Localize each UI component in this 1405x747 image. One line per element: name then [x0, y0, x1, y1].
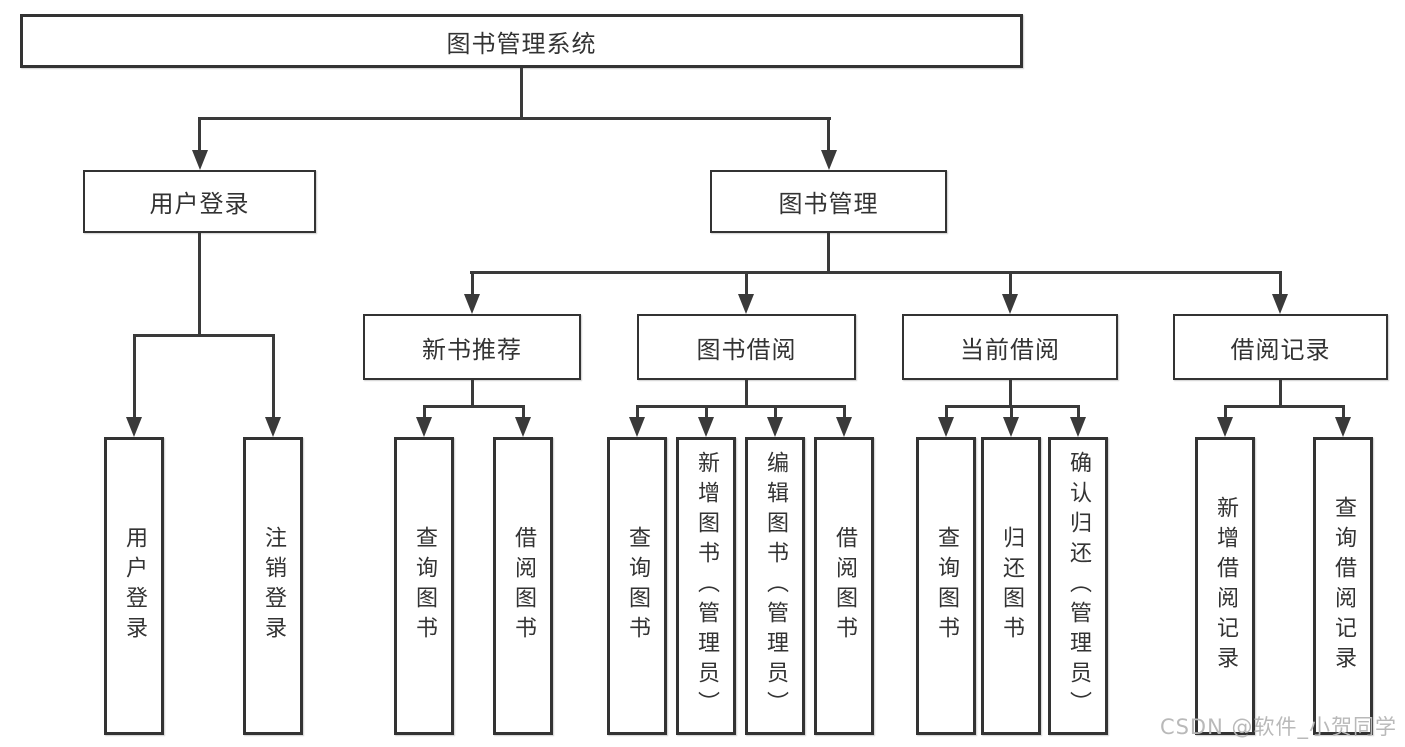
leaf-query-borrow-record: 查询借阅记录 — [1313, 437, 1373, 735]
connector-leaf-shaft — [704, 406, 708, 421]
connector-leaf-shaft — [773, 406, 777, 421]
connector-leaf-shaft — [521, 406, 525, 421]
arrowhead-leaf — [126, 417, 142, 437]
leaf-borrow-books-recommend-label: 借阅图书 — [511, 526, 536, 646]
node-book-borrowing-label: 图书借阅 — [696, 335, 797, 364]
node-new-book-recommendation: 新书推荐 — [363, 314, 581, 380]
connector-level3-shaft — [1278, 272, 1282, 298]
node-user-login-label: 用户登录 — [149, 190, 250, 218]
arrowhead-leaf — [265, 417, 281, 437]
connector-leaf-shaft — [1009, 406, 1013, 421]
leaf-confirm-return-admin-label: 确认归还（管理员） — [1066, 451, 1091, 721]
leaf-return-books-label: 归还图书 — [999, 526, 1024, 646]
leaf-query-books-borrowing: 查询图书 — [607, 437, 667, 735]
node-new-book-recommendation-label: 新书推荐 — [422, 335, 522, 364]
leaf-query-books-current: 查询图书 — [916, 437, 976, 735]
arrowhead-leaf — [1335, 417, 1351, 437]
connector-mgmt-branch-stem — [827, 233, 830, 274]
leaf-query-books-borrowing-label: 查询图书 — [625, 526, 650, 646]
arrowhead-leaf — [698, 417, 714, 437]
arrowhead-leaf — [836, 417, 852, 437]
connector-leaf-shaft — [944, 406, 948, 421]
leaf-query-borrow-record-label: 查询借阅记录 — [1331, 496, 1356, 676]
leaf-add-books-admin: 新增图书（管理员） — [676, 437, 736, 735]
connector-user-branch-stem — [198, 233, 201, 337]
connector-leaf-shaft — [271, 335, 275, 421]
connector-leaf-rail — [945, 405, 1080, 408]
leaf-user-login: 用户登录 — [104, 437, 164, 735]
arrowhead-leaf — [1003, 417, 1019, 437]
node-book-borrowing: 图书借阅 — [637, 314, 856, 380]
node-current-borrowing: 当前借阅 — [902, 314, 1118, 380]
arrowhead-user-login — [191, 150, 208, 170]
leaf-add-borrow-record: 新增借阅记录 — [1195, 437, 1255, 735]
connector-leaf-rail — [423, 405, 525, 408]
arrowhead-book-mgmt — [820, 150, 837, 170]
leaf-add-borrow-record-label: 新增借阅记录 — [1213, 496, 1238, 676]
connector-branch-stem — [1278, 380, 1282, 407]
arrowhead-leaf — [767, 417, 783, 437]
node-borrowing-records-label: 借阅记录 — [1230, 335, 1331, 364]
connector-leaf-shaft — [842, 406, 846, 421]
arrowhead-leaf — [1217, 417, 1233, 437]
connector-leaf-rail — [1224, 405, 1345, 408]
arrowhead-borrowing-records — [1272, 294, 1288, 314]
connector-branch-stem — [470, 380, 474, 407]
arrowhead-new-book — [464, 294, 480, 314]
arrowhead-book-borrowing — [738, 294, 754, 314]
node-book-management: 图书管理 — [710, 170, 947, 233]
leaf-query-books-recommend-label: 查询图书 — [412, 526, 437, 646]
leaf-borrow-books-borrowing-label: 借阅图书 — [832, 526, 857, 646]
leaf-query-books-current-label: 查询图书 — [934, 526, 959, 646]
connector-book-mgmt-shaft — [827, 118, 830, 154]
node-root: 图书管理系统 — [20, 14, 1023, 68]
connector-level3-shaft — [1008, 272, 1012, 298]
leaf-user-login-label: 用户登录 — [122, 526, 147, 646]
arrowhead-current-borrowing — [1002, 294, 1018, 314]
node-book-management-label: 图书管理 — [778, 190, 879, 218]
connector-user-branch-rail — [133, 334, 275, 337]
leaf-add-books-admin-label: 新增图书（管理员） — [694, 451, 719, 721]
connector-leaf-shaft — [422, 406, 426, 421]
connector-branch-stem — [744, 380, 748, 407]
connector-leaf-shaft — [1223, 406, 1227, 421]
leaf-edit-books-admin-label: 编辑图书（管理员） — [763, 451, 788, 721]
connector-leaf-shaft — [635, 406, 639, 421]
node-user-login: 用户登录 — [83, 170, 316, 233]
connector-root-stem — [519, 68, 523, 118]
connector-user-login-shaft — [198, 118, 201, 154]
node-current-borrowing-label: 当前借阅 — [960, 335, 1060, 364]
arrowhead-leaf — [629, 417, 645, 437]
connector-level2-rail — [198, 117, 831, 120]
connector-branch-stem — [1008, 380, 1012, 407]
leaf-edit-books-admin: 编辑图书（管理员） — [745, 437, 805, 735]
arrowhead-leaf — [1070, 417, 1086, 437]
connector-leaf-shaft — [132, 335, 136, 421]
connector-leaf-shaft — [1076, 406, 1080, 421]
leaf-borrow-books-borrowing: 借阅图书 — [814, 437, 874, 735]
leaf-borrow-books-recommend: 借阅图书 — [493, 437, 553, 735]
arrowhead-leaf — [938, 417, 954, 437]
arrowhead-leaf — [416, 417, 432, 437]
leaf-query-books-recommend: 查询图书 — [394, 437, 454, 735]
arrowhead-leaf — [515, 417, 531, 437]
leaf-logout-label: 注销登录 — [261, 526, 286, 646]
csdn-watermark: CSDN @软件_小贺同学 — [1159, 715, 1397, 739]
leaf-return-books: 归还图书 — [981, 437, 1041, 735]
connector-level3-shaft — [470, 272, 474, 298]
connector-leaf-shaft — [1341, 406, 1345, 421]
leaf-logout: 注销登录 — [243, 437, 303, 735]
node-borrowing-records: 借阅记录 — [1173, 314, 1388, 380]
connector-level3-rail — [470, 271, 1282, 274]
leaf-confirm-return-admin: 确认归还（管理员） — [1048, 437, 1108, 735]
connector-leaf-rail — [636, 405, 846, 408]
connector-level3-shaft — [744, 272, 748, 298]
node-root-label: 图书管理系统 — [446, 29, 597, 58]
